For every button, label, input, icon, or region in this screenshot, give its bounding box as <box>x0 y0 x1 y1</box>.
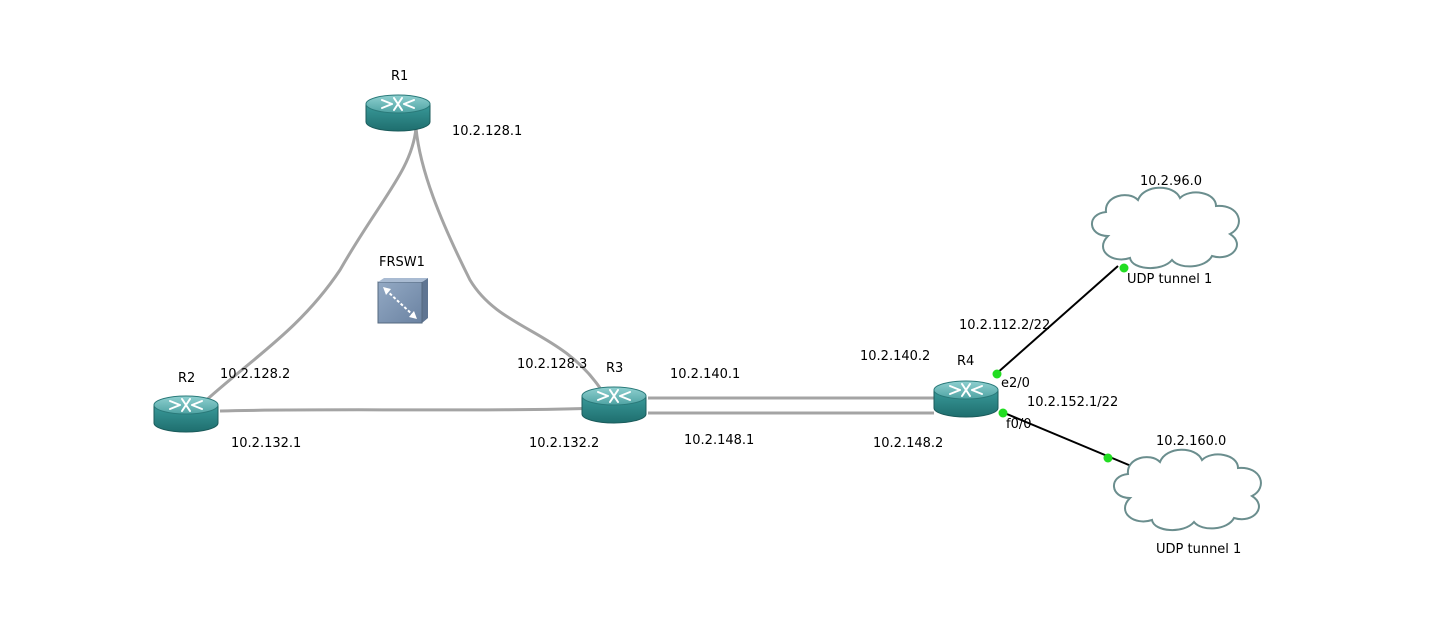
router-r2-icon[interactable] <box>153 395 219 433</box>
router-r4-name: R4 <box>957 354 975 369</box>
frame-relay-links <box>200 127 1137 469</box>
address-r4-e20: 10.2.112.2/22 <box>959 318 1051 333</box>
address-r3-frame: 10.2.128.3 <box>517 357 588 372</box>
cloud-bottom-caption: UDP tunnel 1 <box>1156 542 1242 557</box>
interface-r4-f00: f0/0 <box>1006 417 1032 432</box>
port-dot <box>1103 453 1113 463</box>
router-r2-name: R2 <box>178 371 196 386</box>
cloud-top-name: 10.2.96.0 <box>1140 174 1203 189</box>
address-r3-link-a: 10.2.140.1 <box>670 367 741 382</box>
port-status-dots <box>992 263 1129 463</box>
address-r3-serial: 10.2.132.2 <box>529 436 600 451</box>
address-r2-serial: 10.2.132.1 <box>231 436 302 451</box>
interface-r4-e20: e2/0 <box>1001 376 1030 391</box>
port-dot <box>992 369 1002 379</box>
address-r3-link-b: 10.2.148.1 <box>684 433 755 448</box>
link-r1-r3[interactable] <box>414 127 602 389</box>
link-r4-cloud-bottom[interactable] <box>1001 411 1137 469</box>
frame-relay-switch-icon[interactable] <box>377 278 428 324</box>
router-r4-icon[interactable] <box>933 380 999 418</box>
router-r3-name: R3 <box>606 361 624 376</box>
cloud-bottom-name: 10.2.160.0 <box>1156 434 1227 449</box>
address-r4-f00: 10.2.152.1/22 <box>1027 395 1119 410</box>
address-r4-link-a: 10.2.140.2 <box>860 349 931 364</box>
cloud-top-icon[interactable] <box>1090 186 1240 270</box>
port-dot <box>1119 263 1129 273</box>
link-r1-r2[interactable] <box>200 127 418 406</box>
port-dot <box>998 408 1008 418</box>
address-r4-link-b: 10.2.148.2 <box>873 436 944 451</box>
switch-frsw1-name: FRSW1 <box>379 255 425 270</box>
router-r1-icon[interactable] <box>365 94 431 132</box>
link-r2-r3[interactable] <box>219 406 599 413</box>
address-r1: 10.2.128.1 <box>452 124 523 139</box>
link-r4-cloud-top[interactable] <box>995 265 1119 375</box>
address-r2-frame: 10.2.128.2 <box>220 367 291 382</box>
router-r1-name: R1 <box>391 69 409 84</box>
router-r3-icon[interactable] <box>581 386 647 424</box>
cloud-bottom-icon[interactable] <box>1112 448 1262 532</box>
cloud-top-caption: UDP tunnel 1 <box>1127 272 1213 287</box>
